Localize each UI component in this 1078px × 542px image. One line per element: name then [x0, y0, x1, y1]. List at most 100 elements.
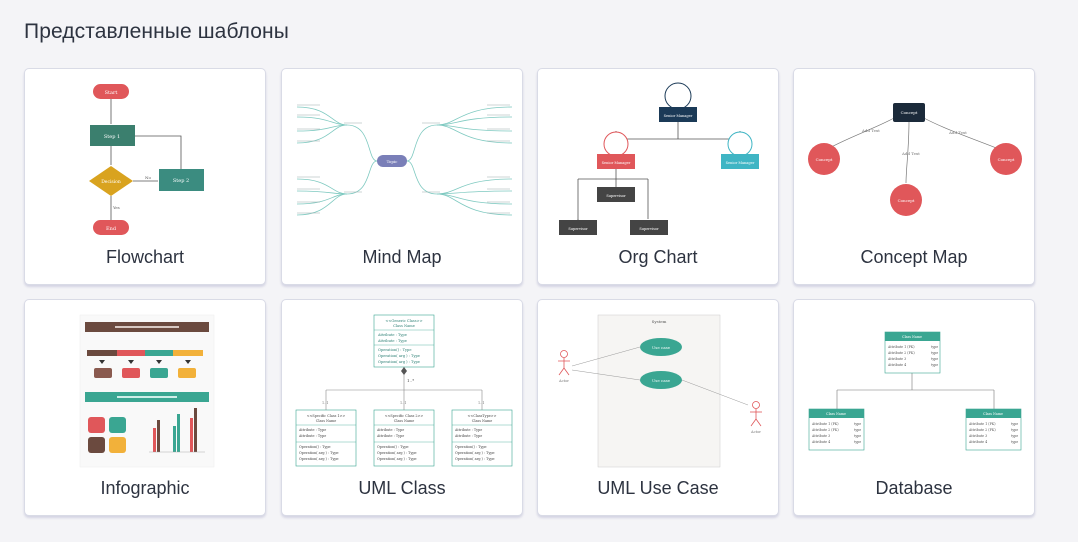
svg-text:Supervisor: Supervisor	[639, 227, 659, 231]
svg-text:Operation( arg ) : Type: Operation( arg ) : Type	[455, 457, 495, 461]
svg-text:Concept: Concept	[998, 157, 1015, 162]
svg-text:Attribute 3: Attribute 3	[887, 357, 906, 361]
template-card-uml-class[interactable]: <<Generic Class>> Class Name Attribute :…	[281, 299, 523, 516]
template-card-concept-map[interactable]: Add Text Add Text Add Text Concept Conce…	[793, 68, 1035, 285]
svg-text:type: type	[1011, 422, 1018, 426]
uml-use-case-preview: System Use case Use case	[538, 300, 778, 472]
section-title: Представленные шаблоны	[24, 20, 289, 43]
svg-text:Supervisor: Supervisor	[606, 194, 626, 198]
svg-text:Add Text: Add Text	[861, 128, 880, 133]
svg-text:Operation( arg ) : Type: Operation( arg ) : Type	[377, 451, 417, 455]
svg-text:type: type	[1011, 428, 1018, 432]
svg-text:Attribute 4: Attribute 4	[968, 440, 987, 444]
template-card-database[interactable]: Class Name Attribute 1 (PK) type Attribut…	[793, 299, 1035, 516]
svg-text:type: type	[854, 440, 861, 444]
svg-text:type: type	[1011, 440, 1018, 444]
svg-text:type: type	[854, 428, 861, 432]
svg-text:Concept: Concept	[816, 157, 833, 162]
svg-text:Supervisor: Supervisor	[568, 227, 588, 231]
svg-text:Add Text: Add Text	[901, 151, 920, 156]
svg-text:Senior Manager: Senior Manager	[664, 114, 693, 118]
svg-text:Class Name: Class Name	[316, 419, 336, 423]
template-card-org-chart[interactable]: Senior Manager Senior Manager Senior Man…	[537, 68, 779, 285]
svg-text:Attribute 3: Attribute 3	[811, 434, 830, 438]
svg-text:Attribute 3: Attribute 3	[968, 434, 987, 438]
template-label: Org Chart	[618, 247, 698, 267]
svg-text:type: type	[931, 357, 938, 361]
svg-text:Attribute 2 (FK): Attribute 2 (FK)	[811, 428, 839, 432]
svg-text:1..1: 1..1	[400, 401, 406, 405]
flowchart-preview-image: Start Step 1 Decision No Step 2 Yes End	[89, 84, 204, 235]
svg-text:Class Name: Class Name	[472, 419, 492, 423]
uml-use-case-preview-image: System Use case Use case	[558, 314, 762, 468]
svg-text:<<Specific Class 1>>: <<Specific Class 1>>	[307, 414, 346, 418]
svg-text:Class Name: Class Name	[902, 335, 922, 339]
template-label: Mind Map	[362, 247, 442, 267]
svg-text:Yes: Yes	[112, 205, 120, 210]
svg-text:Actor: Actor	[558, 379, 569, 383]
infographic-preview-image	[79, 314, 215, 468]
infographic-preview	[25, 300, 265, 472]
svg-text:Topic: Topic	[387, 159, 399, 164]
svg-text:Add Text: Add Text	[948, 130, 967, 135]
flowchart-preview: Start Step 1 Decision No Step 2 Yes End	[25, 69, 265, 241]
svg-text:Step 2: Step 2	[173, 178, 189, 184]
template-label: Database	[875, 478, 953, 498]
org-chart-preview: Senior Manager Senior Manager Senior Man…	[538, 69, 778, 241]
template-label: UML Class	[358, 478, 446, 498]
svg-text:Use case: Use case	[652, 378, 671, 383]
svg-text:Attribute 1 (PK): Attribute 1 (PK)	[811, 422, 839, 426]
svg-text:Operation( arg ) : Type: Operation( arg ) : Type	[377, 457, 417, 461]
svg-text:Attribute 2 (FK): Attribute 2 (FK)	[968, 428, 996, 432]
svg-text:type: type	[931, 345, 938, 349]
template-card-uml-use-case[interactable]: System Use case Use case	[537, 299, 779, 516]
template-label: UML Use Case	[597, 478, 719, 498]
svg-text:Attribute : Type: Attribute : Type	[454, 428, 482, 432]
svg-text:1..*: 1..*	[407, 378, 414, 383]
svg-text:Concept: Concept	[901, 110, 918, 115]
svg-text:Operation( arg ) : Type: Operation( arg ) : Type	[299, 457, 339, 461]
concept-map-preview-image: Add Text Add Text Add Text Concept Conce…	[808, 103, 1022, 216]
svg-text:Operation( arg ) : Type: Operation( arg ) : Type	[299, 451, 339, 455]
svg-text:End: End	[106, 226, 117, 232]
svg-text:Attribute 4: Attribute 4	[887, 363, 906, 367]
svg-text:Step 1: Step 1	[104, 134, 120, 140]
svg-text:Attribute : Type: Attribute : Type	[377, 339, 407, 343]
svg-text:Senior Manager: Senior Manager	[602, 161, 631, 165]
svg-text:Attribute : Type: Attribute : Type	[298, 434, 326, 438]
svg-text:Operation( arg ) : Type: Operation( arg ) : Type	[378, 360, 420, 364]
svg-text:type: type	[931, 363, 938, 367]
svg-text:<<ClassType>>: <<ClassType>>	[468, 414, 497, 418]
svg-text:Actor: Actor	[750, 430, 761, 434]
svg-text:Operation( arg ) : Type: Operation( arg ) : Type	[378, 354, 420, 358]
svg-text:1..1: 1..1	[478, 401, 484, 405]
svg-text:Operation() : Type: Operation() : Type	[299, 445, 331, 449]
database-preview: Class Name Attribute 1 (PK) type Attribut…	[794, 300, 1034, 472]
template-card-flowchart[interactable]: Start Step 1 Decision No Step 2 Yes End …	[24, 68, 266, 285]
svg-text:Decision: Decision	[101, 179, 121, 185]
svg-text:type: type	[1011, 434, 1018, 438]
template-label: Infographic	[100, 478, 190, 498]
svg-text:Attribute : Type: Attribute : Type	[298, 428, 326, 432]
svg-text:Class Name: Class Name	[393, 324, 415, 328]
svg-text:Attribute : Type: Attribute : Type	[376, 434, 404, 438]
svg-text:Start: Start	[105, 90, 118, 96]
svg-text:No: No	[145, 175, 152, 180]
svg-text:Attribute 1 (PK): Attribute 1 (PK)	[968, 422, 996, 426]
svg-text:System: System	[652, 319, 667, 324]
svg-text:Attribute : Type: Attribute : Type	[377, 333, 407, 337]
svg-text:Attribute : Type: Attribute : Type	[454, 434, 482, 438]
svg-text:<<Generic Class>>: <<Generic Class>>	[385, 319, 422, 323]
svg-text:type: type	[854, 422, 861, 426]
svg-text:Class Name: Class Name	[394, 419, 414, 423]
svg-text:type: type	[931, 351, 938, 355]
svg-text:Use case: Use case	[652, 345, 671, 350]
svg-text:Attribute : Type: Attribute : Type	[376, 428, 404, 432]
concept-map-preview: Add Text Add Text Add Text Concept Conce…	[794, 69, 1034, 241]
template-card-infographic[interactable]: Infographic	[24, 299, 266, 516]
svg-text:Concept: Concept	[898, 198, 915, 203]
uml-class-preview-image: <<Generic Class>> Class Name Attribute :…	[295, 314, 513, 467]
template-card-mind-map[interactable]: Topic Mind Map	[281, 68, 523, 285]
mind-map-preview-image: Topic	[296, 104, 513, 216]
svg-text:Operation() : Type: Operation() : Type	[377, 445, 409, 449]
